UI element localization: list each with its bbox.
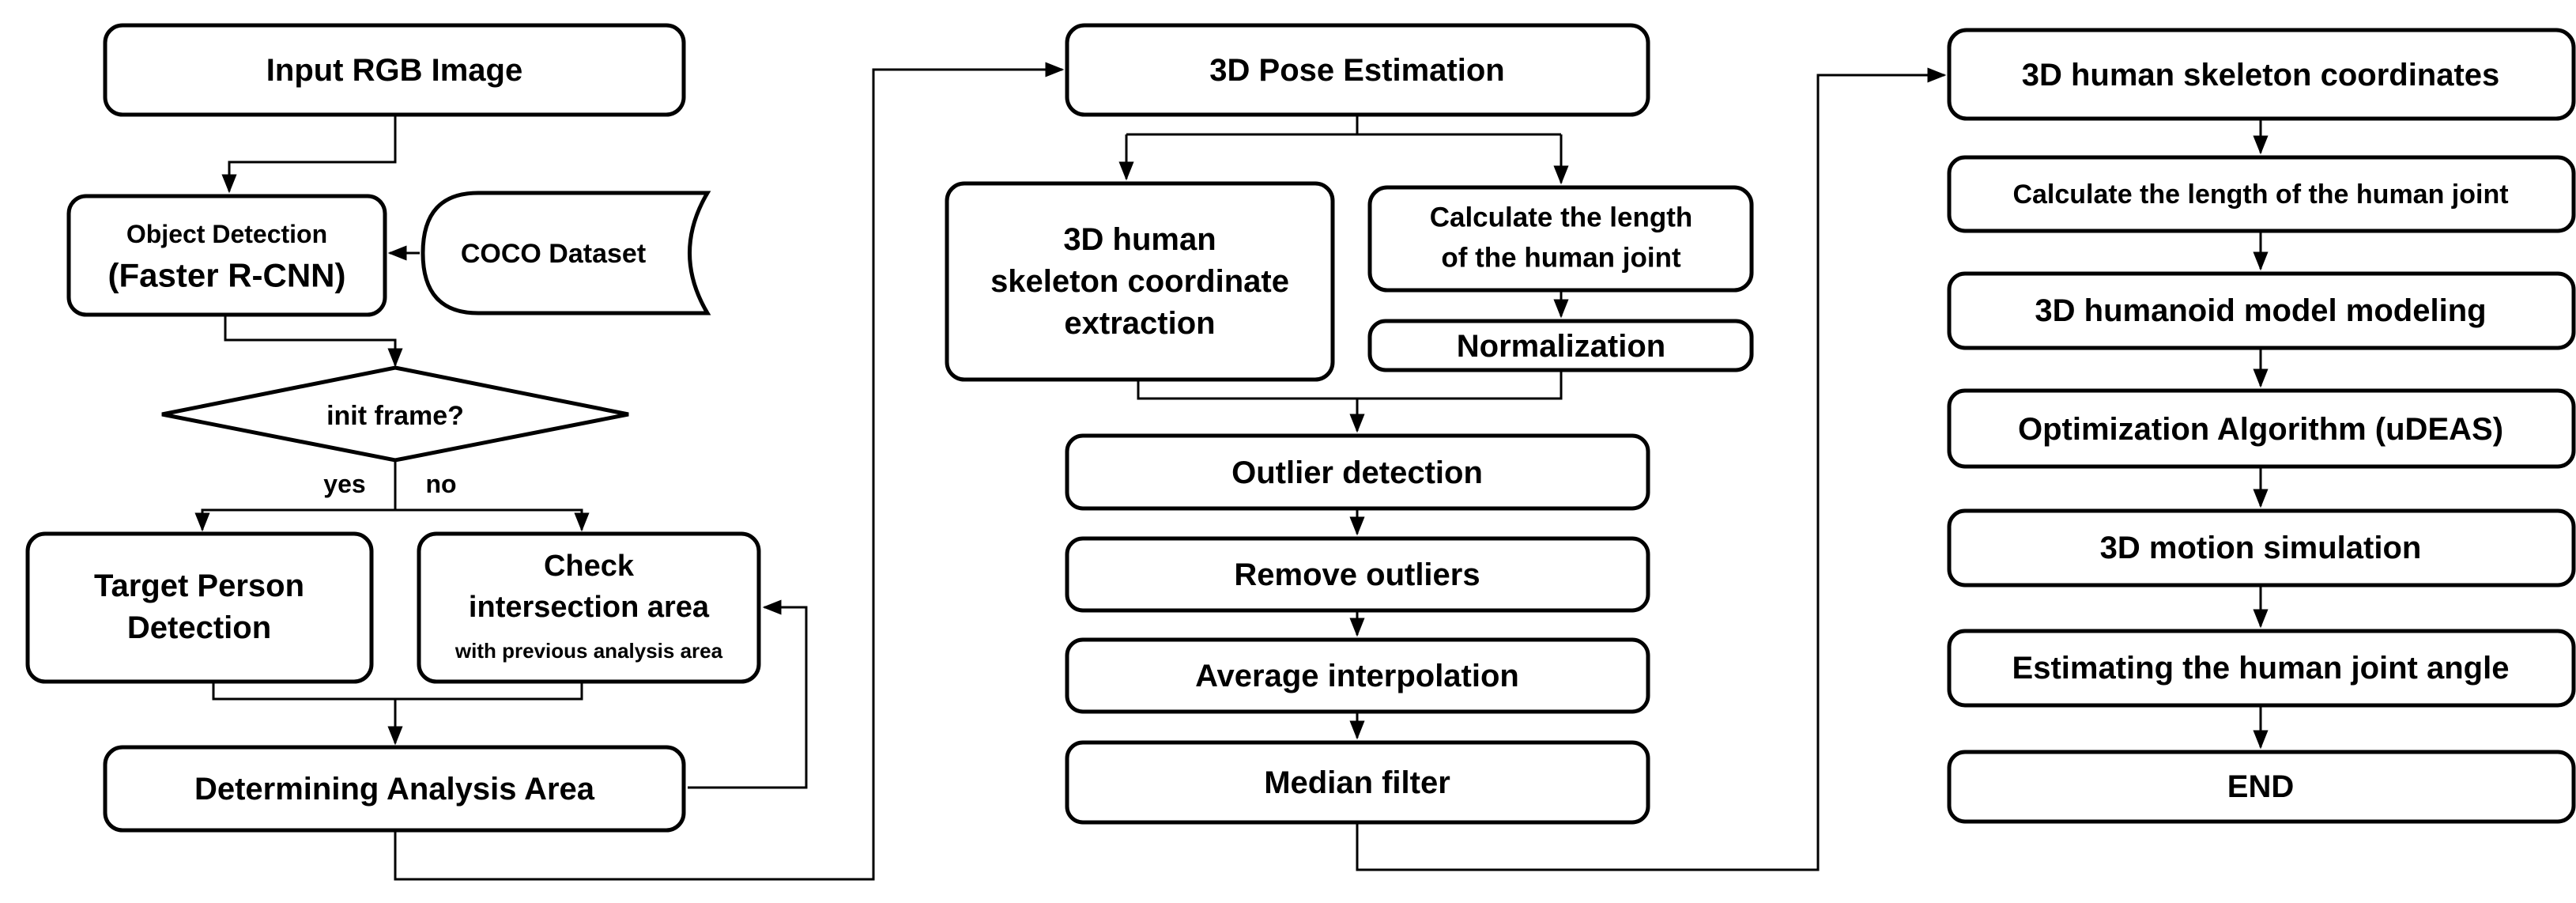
pose-estimation-label: 3D Pose Estimation [1209,53,1504,88]
end-label: END [2227,769,2294,804]
node-skeleton-extraction: 3D human skeleton coordinate extraction [945,181,1335,382]
skel-extract-label-2: skeleton coordinate [990,264,1289,299]
estimating-angle-label: Estimating the human joint angle [2012,651,2510,686]
arrow-no-to-check [395,508,590,532]
target-person-label-2: Detection [127,610,271,645]
node-normalization: Normalization [1367,319,1754,372]
node-skeleton-coordinates: 3D human skeleton coordinates [1947,28,2576,121]
node-target-person: Target Person Detection [25,531,374,684]
calc-length-label-2: of the human joint [1441,243,1681,274]
average-interp-label: Average interpolation [1195,659,1519,693]
node-optimization: Optimization Algorithm (uDEAS) [1947,388,2576,469]
node-calc-length: Calculate the length of the human joint [1367,185,1754,293]
node-object-detection: Object Detection (Faster R-CNN) [66,194,387,317]
skel-extract-label-3: extraction [1064,306,1215,341]
coco-dataset-label: COCO Dataset [461,239,646,269]
motion-sim-label: 3D motion simulation [2100,531,2422,565]
node-coco-dataset: COCO Dataset [421,191,711,315]
connectors [194,62,2269,881]
check-label-2: intersection area [469,591,710,624]
node-humanoid-model: 3D humanoid model modeling [1947,271,2576,350]
optimization-label: Optimization Algorithm (uDEAS) [2018,412,2503,447]
input-rgb-label: Input RGB Image [266,53,522,88]
node-motion-simulation: 3D motion simulation [1947,508,2576,588]
init-frame-label: init frame? [326,401,464,431]
skeleton-coords-label: 3D human skeleton coordinates [2022,58,2500,93]
node-input-rgb: Input RGB Image [103,23,686,117]
normalization-label: Normalization [1457,329,1665,364]
node-estimating-angle: Estimating the human joint angle [1947,629,2576,708]
target-person-label-1: Target Person [94,569,304,603]
calc-len-joint-label: Calculate the length of the human joint [2012,179,2508,210]
node-determining-area: Determining Analysis Area [103,745,686,833]
skel-extract-label-1: 3D human [1063,222,1216,257]
outlier-detection-label: Outlier detection [1231,455,1483,490]
arrow-input-to-detection [221,115,397,194]
arrow-loop-to-check [688,599,808,789]
calc-length-label-1: Calculate the length [1430,202,1693,233]
node-outlier-detection: Outlier detection [1065,433,1650,511]
check-label-3: with previous analysis area [454,639,723,663]
arrow-to-pose-estimation [394,62,1065,881]
node-remove-outliers: Remove outliers [1065,536,1650,613]
arrow-to-skeleton-coords [1356,67,1947,871]
object-detection-model-label: (Faster R-CNN) [107,257,345,294]
arrow-yes-to-target [194,508,395,532]
humanoid-model-label: 3D humanoid model modeling [2035,293,2486,328]
node-pose-estimation: 3D Pose Estimation [1065,23,1650,117]
node-average-interpolation: Average interpolation [1065,637,1650,714]
node-end: END [1947,750,2576,824]
median-filter-label: Median filter [1264,765,1450,800]
node-calc-length-joint: Calculate the length of the human joint [1947,155,2576,233]
check-label-1: Check [544,550,635,583]
line-merge-col2 [1137,370,1563,400]
line-merge-boxes [212,682,583,701]
object-detection-label: Object Detection [126,220,327,248]
yes-label: yes [323,470,365,498]
node-init-frame: init frame? [161,365,629,463]
node-median-filter: Median filter [1065,740,1650,825]
no-label: no [425,470,456,498]
remove-outliers-label: Remove outliers [1234,557,1480,592]
node-check-intersection: Check intersection area with previous an… [417,531,761,684]
arrow-detection-to-init [224,315,403,368]
determining-area-label: Determining Analysis Area [194,772,595,807]
